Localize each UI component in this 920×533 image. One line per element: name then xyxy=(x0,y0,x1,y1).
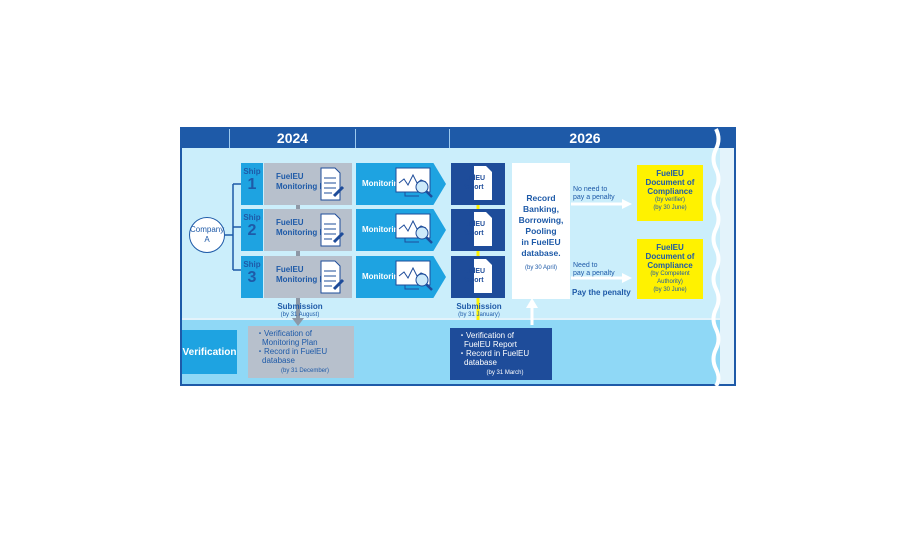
doc-title: Document of xyxy=(645,252,695,261)
pooling-text: Record xyxy=(526,193,556,203)
pooling-text: Banking, xyxy=(523,204,559,214)
doc-title: FuelEU xyxy=(656,243,684,252)
no-penalty-note: No need to pay a penalty xyxy=(573,186,633,202)
ship-2-tag: Ship 2 xyxy=(241,209,263,251)
report-label: Report xyxy=(461,184,484,191)
plan-label: FuelEU xyxy=(276,218,304,227)
ship-1-tag: Ship 1 xyxy=(241,163,263,205)
ship-label: Ship xyxy=(243,260,261,269)
doc-title: Document of xyxy=(645,178,695,187)
report-label: Report xyxy=(461,230,484,237)
plan-label: Monitoring Plan xyxy=(276,228,337,237)
doc-title: Compliance xyxy=(647,261,693,270)
ship-number: 2 xyxy=(247,222,257,239)
report-label: Report xyxy=(461,277,484,284)
report-label: FuelEU xyxy=(461,175,486,182)
ship-label: Ship xyxy=(243,167,261,176)
note-text: pay a penalty xyxy=(573,194,615,201)
verification-date: (by 31 March) xyxy=(486,370,524,376)
pooling-text: database. xyxy=(521,248,561,258)
verification-item: Monitoring Plan xyxy=(262,338,318,347)
ship-3-tag: Ship 3 xyxy=(241,256,263,298)
doc-of-compliance-verifier: FuelEU Document of Compliance (by verifi… xyxy=(637,165,703,221)
verification-date: (by 31 December) xyxy=(280,368,330,374)
company-node: Company A xyxy=(189,217,225,253)
plan-label: Monitoring Plan xyxy=(276,275,337,284)
fueleu-report-text: FuelEU Report xyxy=(451,256,505,298)
note-text: Need to xyxy=(573,262,598,269)
fueleu-report-text: FuelEU Report xyxy=(451,209,505,251)
verification-item: ・Record in FuelEU xyxy=(256,347,328,356)
verification-item: database xyxy=(464,358,497,367)
ship-number: 1 xyxy=(247,176,257,193)
year-separator xyxy=(355,129,356,148)
note-text: pay a penalty xyxy=(573,270,615,277)
doc-date: (by 30 June) xyxy=(653,205,687,211)
year-2024-label: 2024 xyxy=(276,130,309,146)
pooling-text: Borrowing, xyxy=(518,215,564,225)
year-2026-label: 2026 xyxy=(569,130,601,146)
company-letter: A xyxy=(204,235,210,244)
report-submission: Submission (by 31 January) xyxy=(448,302,510,320)
ship-number: 3 xyxy=(247,269,257,286)
plan-label: FuelEU xyxy=(276,172,304,181)
year-separator xyxy=(449,129,450,148)
verification-item: ・Verification of xyxy=(458,331,515,340)
doc-title: Compliance xyxy=(647,187,693,196)
pooling-box: Record Banking, Borrowing, Pooling in Fu… xyxy=(512,163,570,299)
fueleu-report-text: FuelEU Report xyxy=(451,163,505,205)
plan-submission: Submission (by 31 August) xyxy=(262,302,338,320)
pay-penalty-label: Pay the penalty xyxy=(572,288,631,297)
report-label: FuelEU xyxy=(461,221,486,228)
verification-plan-box: ・Verification of Monitoring Plan ・Record… xyxy=(248,326,354,378)
submission-label: Submission xyxy=(277,302,323,311)
doc-issuer: (by Competent xyxy=(650,271,690,277)
plan-label: FuelEU xyxy=(276,265,304,274)
verification-report-box: ・Verification of FuelEU Report ・Record i… xyxy=(450,328,552,380)
doc-date: (by 30 June) xyxy=(653,287,687,293)
verification-item: ・Record in FuelEU xyxy=(458,349,530,358)
plan-label: Monitoring Plan xyxy=(276,182,337,191)
year-separator xyxy=(229,129,230,148)
doc-of-compliance-authority: FuelEU Document of Compliance (by Compet… xyxy=(637,239,703,299)
need-penalty-note: Need to pay a penalty xyxy=(573,262,633,278)
verification-item: ・Verification of xyxy=(256,329,313,338)
submission-label: Submission xyxy=(456,302,502,311)
verification-item: FuelEU Report xyxy=(464,340,517,349)
verification-item: database xyxy=(262,356,295,365)
pooling-text: Pooling xyxy=(525,226,557,236)
pooling-text: in FuelEU xyxy=(521,237,561,247)
note-text: No need to xyxy=(573,186,608,193)
report-label: FuelEU xyxy=(461,268,486,275)
ship-label: Ship xyxy=(243,213,261,222)
company-label: Company xyxy=(190,225,225,234)
submission-date: (by 31 August) xyxy=(280,312,320,318)
doc-issuer: Authority) xyxy=(657,279,683,285)
doc-title: FuelEU xyxy=(656,169,684,178)
verification-label: Verification xyxy=(182,330,237,374)
submission-date: (by 31 January) xyxy=(458,312,500,318)
doc-issuer: (by verifier) xyxy=(654,197,685,203)
pooling-date: (by 30 April) xyxy=(524,265,557,271)
year-header-bar xyxy=(182,129,734,148)
